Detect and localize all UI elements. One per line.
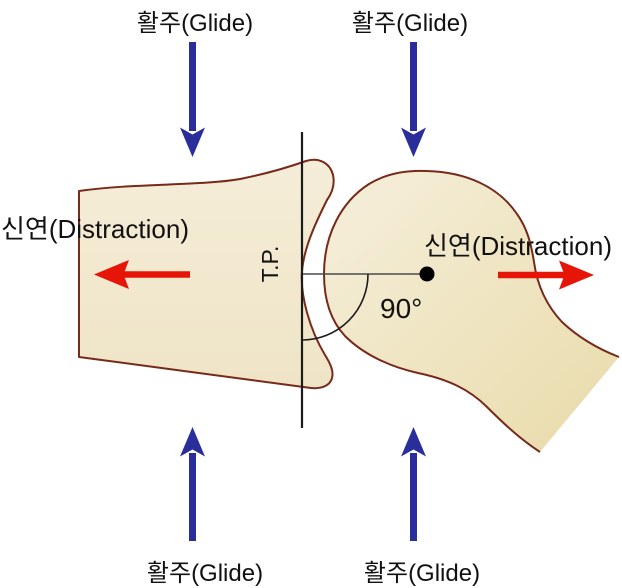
glide-label-top-left: 활주(Glide) bbox=[136, 10, 254, 37]
glide-label-bottom-left: 활주(Glide) bbox=[146, 560, 264, 587]
arrow-head bbox=[401, 127, 426, 157]
treatment-plane-label: T.P. bbox=[257, 245, 283, 283]
arrow-head bbox=[401, 427, 426, 457]
convex-bone bbox=[324, 170, 619, 453]
distraction-arrow-right bbox=[498, 260, 594, 290]
arrow-head bbox=[559, 260, 594, 290]
arrow-head bbox=[94, 260, 129, 289]
rotation-center-dot bbox=[419, 266, 435, 282]
glide-label-bottom-right: 활주(Glide) bbox=[363, 560, 481, 587]
distraction-arrow-left bbox=[94, 260, 190, 289]
arrow-head bbox=[180, 427, 205, 457]
convex-bone-outline bbox=[323, 169, 620, 453]
angle-arc bbox=[301, 273, 369, 341]
distraction-label-left: 신연(Distraction) bbox=[1, 214, 189, 244]
glide-arrow-bottom-left bbox=[180, 427, 205, 541]
distraction-label-right: 신연(Distraction) bbox=[424, 231, 612, 261]
concave-bone bbox=[78, 158, 335, 390]
glide-arrow-top-left bbox=[180, 42, 205, 157]
angle-label: 90° bbox=[380, 293, 423, 324]
glide-label-top-right: 활주(Glide) bbox=[351, 10, 469, 37]
glide-arrow-bottom-right bbox=[401, 427, 426, 541]
arrow-head bbox=[180, 127, 205, 157]
glide-arrow-top-right bbox=[401, 42, 426, 157]
